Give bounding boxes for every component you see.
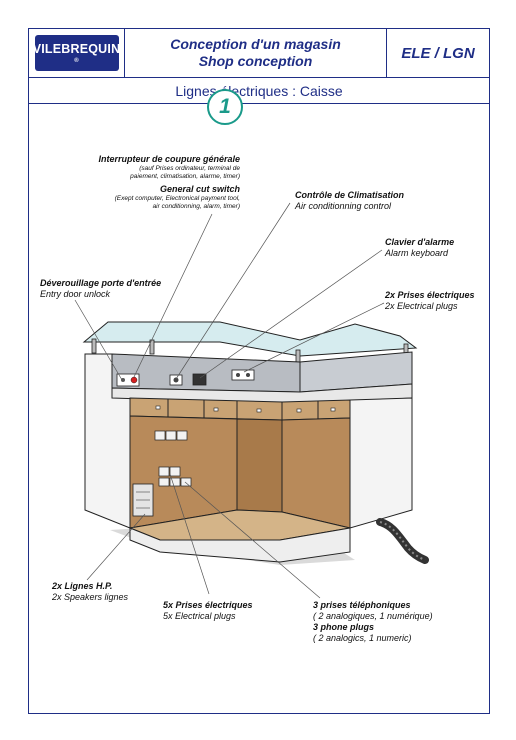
label-cut-switch-fr-note-1: (sauf Prises ordinateur, terminal de [139,165,240,172]
label-phone-en-note: ( 2 analogics, 1 numeric) [313,633,412,643]
label-cut-switch-en-note-2: air conditionning, alarm, timer) [152,203,240,210]
label-aircon-en: Air conditionning control [295,201,392,211]
label-alarm-fr: Clavier d'alarme [385,237,455,247]
label-cut-switch-fr-note-2: paiement, climatisation, alarme, timer) [130,173,240,180]
label-phone-fr-note: ( 2 analogiques, 1 numérique) [313,611,433,621]
label-cut-switch-en: General cut switch [159,184,240,194]
label-plugs-5x-fr: 5x Prises électriques [163,600,253,610]
label-cut-switch-en-note-1: (Exept computer, Electronical payment to… [114,195,240,202]
label-speakers-en: 2x Speakers lignes [52,592,129,602]
title-english: Shop conception [198,53,313,69]
label-alarm-en: Alarm keyboard [385,248,449,258]
label-plugs-2x-fr: 2x Prises électriques [385,290,475,300]
label-cut-switch: Interrupteur de coupure générale (sauf P… [70,154,240,211]
label-phone-en: 3 phone plugs [313,622,375,632]
label-plugs-5x: 5x Prises électriques 5x Electrical plug… [163,600,283,622]
logo-cell: VILEBREQUIN ® [29,29,125,77]
label-door-unlock-en: Entry door unlock [40,289,111,299]
label-cut-switch-fr: Interrupteur de coupure générale [98,154,240,164]
label-aircon: Contrôle de Climatisation Air conditionn… [295,190,475,212]
logo-registered-mark: ® [74,58,79,64]
logo-text: VILEBREQUIN [32,42,121,56]
document-code: ELE / LGN [401,44,475,62]
label-speakers: 2x Lignes H.P. 2x Speakers lignes [52,581,162,603]
step-number-badge: 1 [207,89,243,125]
label-plugs-2x: 2x Prises électriques 2x Electrical plug… [385,290,490,312]
label-plugs-2x-en: 2x Electrical plugs [385,301,458,311]
label-speakers-fr: 2x Lignes H.P. [52,581,113,591]
title-cell: Conception d'un magasin Shop conception [125,29,387,77]
label-phone-fr: 3 prises téléphoniques [313,600,411,610]
label-alarm: Clavier d'alarme Alarm keyboard [385,237,485,259]
page-subtitle: Lignes électriques : Caisse [29,78,489,104]
header: VILEBREQUIN ® Conception d'un magasin Sh… [29,29,489,78]
label-door-unlock-fr: Déverouillage porte d'entrée [40,278,162,288]
label-aircon-fr: Contrôle de Climatisation [295,190,405,200]
label-door-unlock: Déverouillage porte d'entrée Entry door … [40,278,210,300]
title-french: Conception d'un magasin [170,36,341,52]
label-plugs-5x-en: 5x Electrical plugs [163,611,236,621]
label-phone-plugs: 3 prises téléphoniques ( 2 analogiques, … [313,600,488,644]
vilebrequin-logo: VILEBREQUIN ® [32,35,121,71]
